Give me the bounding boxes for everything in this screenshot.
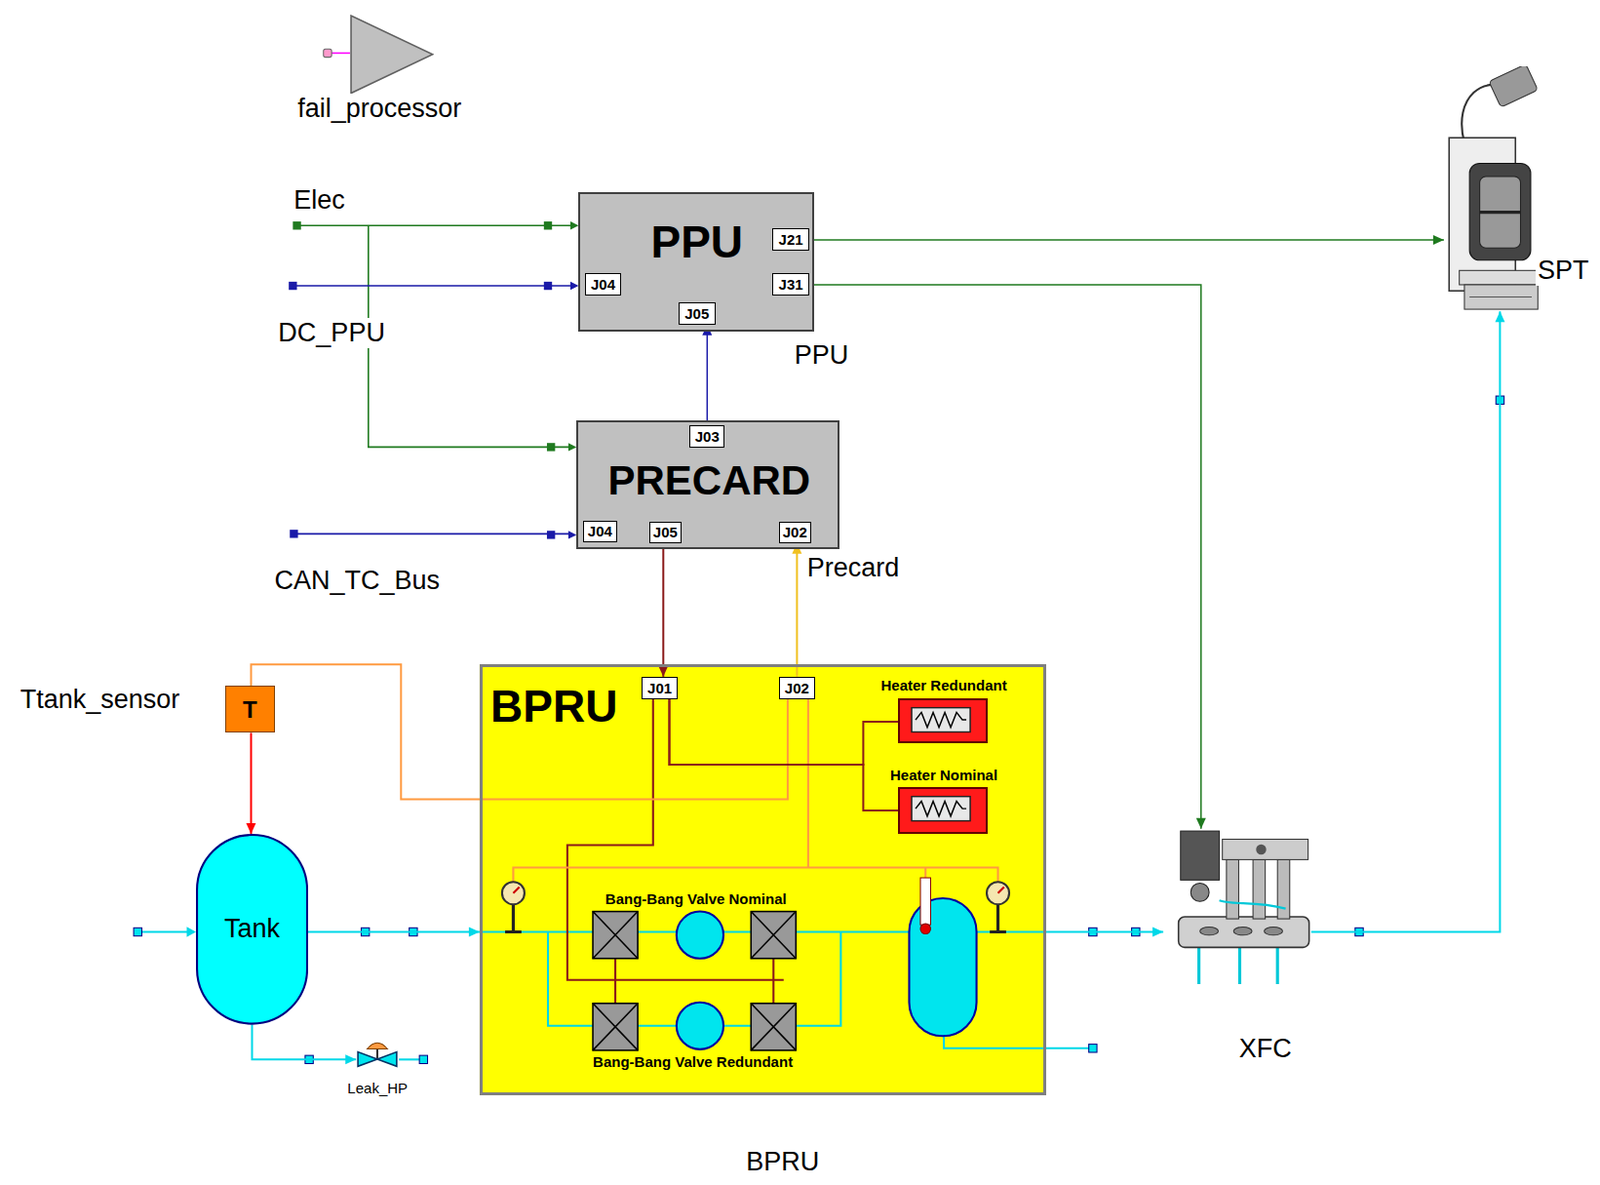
wire-line: [662, 543, 664, 677]
node-name: Precard: [807, 552, 900, 584]
ppu-box: PPUPPUJ21J04J31J05: [578, 192, 815, 332]
processor-triangle: fail_processor: [350, 14, 434, 95]
node-title: SPT: [1535, 255, 1592, 286]
wire-line: [252, 1024, 357, 1060]
pin-box: J02: [779, 521, 812, 544]
node-name: PPU: [794, 340, 850, 371]
pin-label: J02: [784, 679, 810, 697]
wire-line: [706, 324, 709, 427]
pin-box: J03: [689, 425, 725, 448]
signal-label: Bang-Bang Valve Redundant: [590, 1053, 795, 1070]
wire-line: [809, 238, 1444, 241]
pin-box: J21: [772, 228, 810, 251]
node-name: Ttank_sensor: [20, 684, 181, 715]
node-title: fail_processor: [297, 93, 462, 124]
pin-box: J02: [779, 676, 817, 700]
flow-controller: XFC: [1163, 828, 1312, 990]
wire-connector: [252, 1024, 357, 1065]
pin-label: J01: [647, 679, 672, 697]
heater-box: Heater Nominal: [897, 786, 988, 834]
wire-connector: [245, 732, 256, 834]
pin-box: J05: [649, 521, 682, 544]
signal-label: CAN_TC_Bus: [273, 565, 443, 596]
wire-connector: [669, 699, 899, 811]
wire-connector: [1311, 311, 1506, 932]
heater-shape: [899, 788, 986, 832]
pin-box: J01: [641, 676, 678, 700]
node-title: BPRU: [490, 680, 618, 733]
arrow-head: [1494, 311, 1505, 322]
pin-label: J03: [695, 428, 720, 445]
xfc-shape: [1163, 828, 1312, 990]
plasma-thruster: SPT: [1443, 66, 1541, 312]
node-title: Leak_HP: [347, 1079, 408, 1096]
node-name: BPRU: [745, 1146, 820, 1177]
wire-line: [1311, 311, 1501, 932]
tri-shape: [350, 14, 434, 95]
spt-shape: [1443, 66, 1541, 312]
wire-connector: [809, 234, 1444, 245]
pin-box: J05: [678, 302, 716, 325]
pin-label: J21: [779, 231, 804, 248]
pin-label: J05: [684, 305, 709, 322]
arrow-head: [658, 665, 668, 677]
bpru-ground: [479, 663, 1047, 1095]
wire-connector: [251, 663, 788, 799]
signal-label: Elec: [291, 185, 348, 216]
arrow-head: [1433, 234, 1444, 245]
arrow-head: [468, 927, 480, 937]
wire-connector: [1046, 927, 1164, 937]
node-title: PRECARD: [608, 457, 812, 505]
pin-label: J02: [782, 523, 808, 541]
arrow-head: [1152, 927, 1164, 937]
bang-bang-valve: [592, 911, 796, 1051]
pin-box: J04: [585, 273, 623, 296]
arrow-head: [245, 822, 256, 834]
arrow-head: [345, 1053, 356, 1064]
pin-box: J04: [583, 520, 619, 543]
wire-line: [795, 543, 798, 677]
wire-line: [1046, 931, 1164, 934]
wire-connector: [308, 927, 480, 937]
wire-connector: [702, 324, 712, 427]
pin-label: J04: [590, 275, 616, 293]
wire-line: [669, 699, 899, 811]
wire-line: [669, 699, 899, 765]
xenon-tank: Tank: [195, 833, 309, 1025]
node-title: Heater Nominal: [890, 766, 998, 783]
node-title: Tank: [224, 913, 280, 944]
signal-label: DC_PPU: [275, 317, 388, 349]
arrow-head: [1196, 818, 1207, 829]
heater-box: Heater Redundant: [897, 698, 988, 743]
plenum-tank: [908, 897, 976, 1036]
wire-line: [251, 663, 788, 799]
temperature-sensor: TTtank_sensor: [225, 685, 274, 733]
signal-label: Bang-Bang Valve Nominal: [603, 890, 789, 907]
node-title: T: [242, 696, 258, 724]
pin-label: J04: [587, 522, 613, 540]
wire-connector: [658, 543, 668, 677]
leak-valve: Leak_HP: [355, 1038, 399, 1071]
node-title: PPU: [650, 216, 743, 269]
pin-label: J31: [779, 275, 804, 293]
heater-shape: [899, 700, 986, 742]
thermometer: [920, 877, 931, 925]
valve-shape: [355, 1038, 399, 1071]
wire-connector: [791, 543, 802, 677]
node-title: Heater Redundant: [880, 676, 1007, 694]
bpru-box: BPRUBPRUJ01J02Heater RedundantHeater Nom…: [479, 663, 1047, 1095]
wire-line: [250, 732, 253, 834]
wire-line: [308, 931, 480, 934]
precard-box: PRECARDPrecardJ03J04J05J02: [576, 420, 840, 549]
pin-box: J31: [772, 273, 810, 296]
wire-connector: [669, 699, 899, 765]
pin-label: J05: [653, 523, 678, 541]
node-title: XFC: [1239, 1033, 1292, 1064]
